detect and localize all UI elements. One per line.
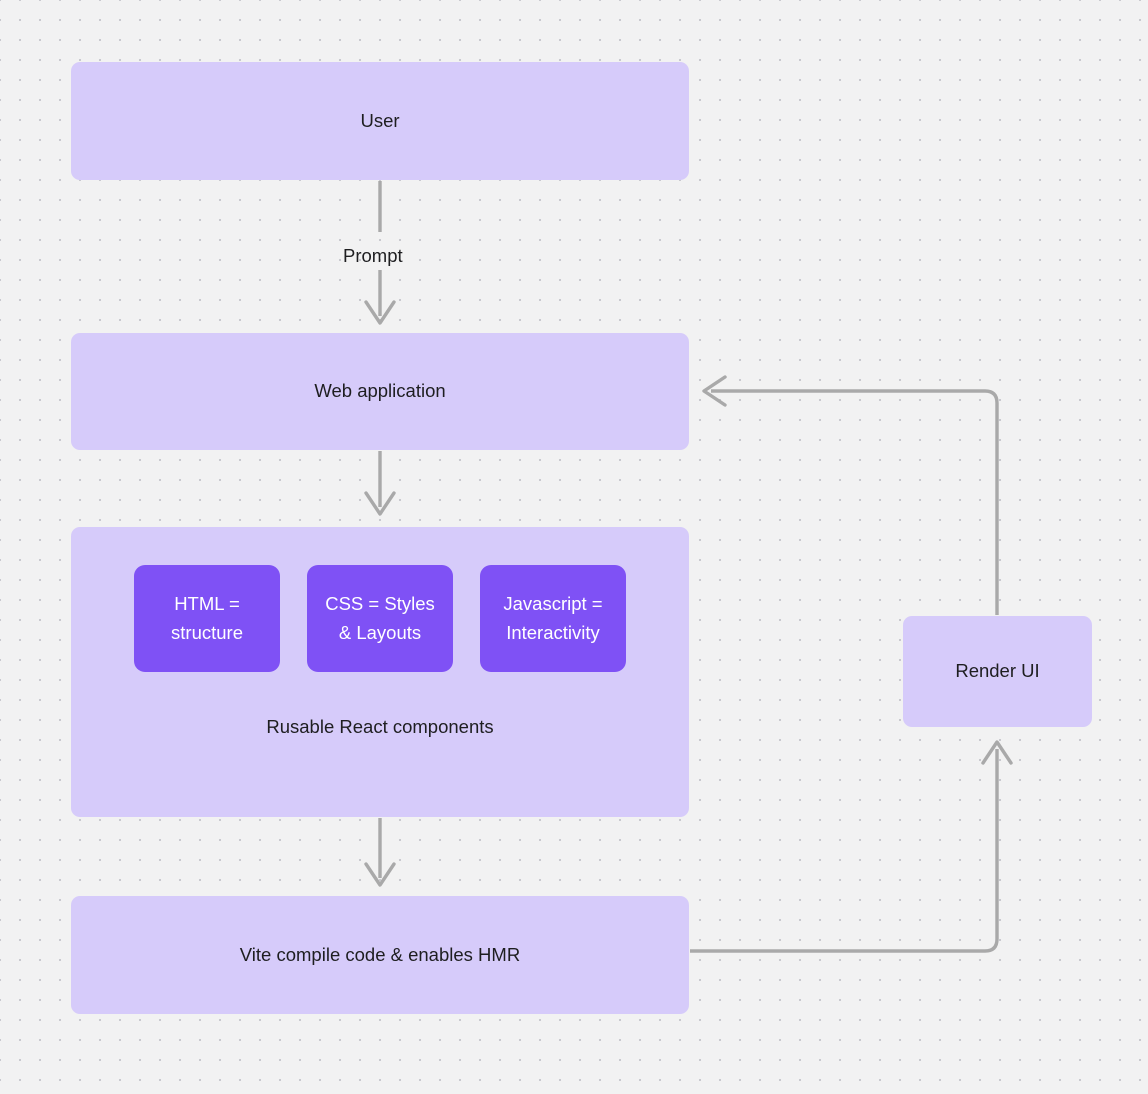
node-reusable-components-group[interactable]: HTML = structure CSS = Styles & Layouts … bbox=[71, 527, 689, 817]
node-web-application[interactable]: Web application bbox=[71, 333, 689, 450]
edge-components-to-vite bbox=[364, 818, 396, 887]
edge-render-to-webapp bbox=[702, 375, 999, 615]
chip-javascript[interactable]: Javascript = Interactivity bbox=[480, 565, 626, 672]
node-vite-label: Vite compile code & enables HMR bbox=[239, 943, 521, 965]
node-user[interactable]: User bbox=[71, 62, 689, 180]
node-user-label: User bbox=[360, 109, 400, 131]
edge-webapp-to-components bbox=[364, 451, 396, 516]
chip-html[interactable]: HTML = structure bbox=[134, 565, 280, 672]
chip-html-line2: structure bbox=[171, 621, 243, 643]
chip-css[interactable]: CSS = Styles & Layouts bbox=[307, 565, 453, 672]
chip-css-line1: CSS = Styles bbox=[325, 592, 435, 614]
chip-html-line1: HTML = bbox=[174, 592, 240, 614]
chip-javascript-line1: Javascript = bbox=[503, 592, 603, 614]
node-web-application-label: Web application bbox=[314, 380, 446, 402]
chip-javascript-line2: Interactivity bbox=[506, 621, 600, 643]
node-reusable-components-label: Rusable React components bbox=[266, 716, 494, 737]
node-vite[interactable]: Vite compile code & enables HMR bbox=[71, 896, 689, 1014]
edge-label-prompt: Prompt bbox=[343, 245, 403, 266]
chip-css-line2: & Layouts bbox=[338, 621, 422, 643]
node-render-ui[interactable]: Render UI bbox=[903, 616, 1092, 727]
chip-row: HTML = structure CSS = Styles & Layouts … bbox=[71, 565, 689, 672]
node-render-ui-label: Render UI bbox=[955, 660, 1040, 682]
edge-vite-to-render bbox=[690, 740, 1013, 953]
